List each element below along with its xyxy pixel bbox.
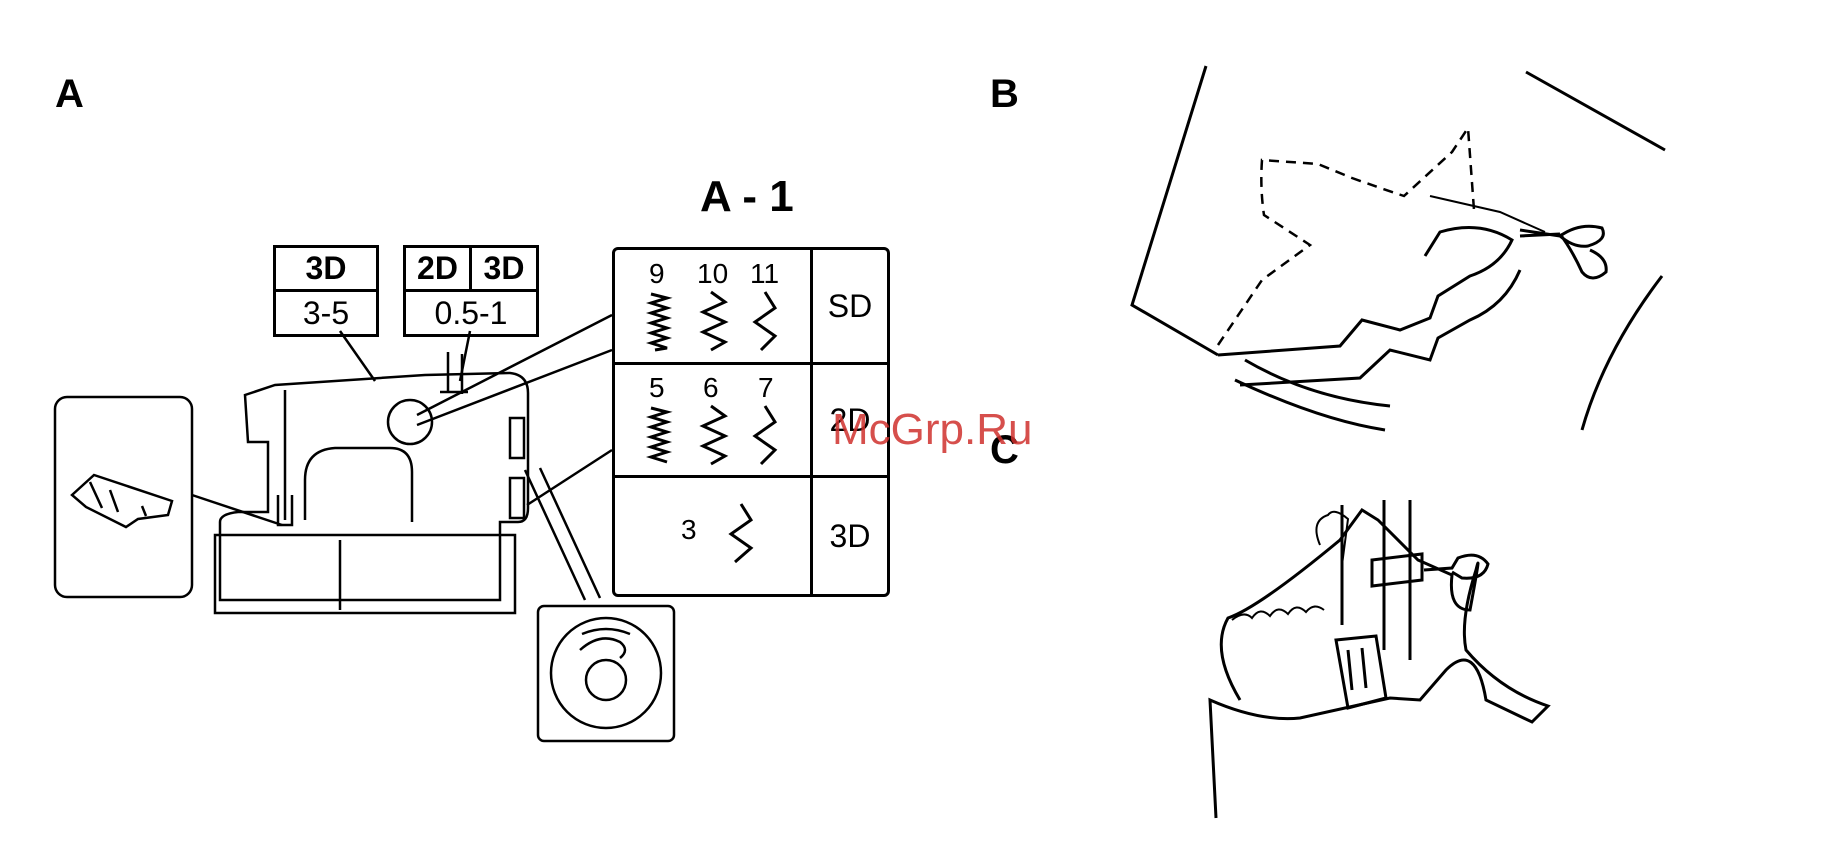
presser-foot-icon: [1336, 636, 1386, 708]
side-dial: [510, 418, 524, 518]
wide-zigzag-icon: [731, 504, 751, 562]
thread-spool-pin: [440, 352, 468, 394]
stitch-setting: 3D: [813, 478, 887, 594]
machine-base: [215, 535, 515, 613]
stitch-setting: SD: [813, 250, 887, 362]
setting-3d: 3D: [472, 248, 536, 292]
applique-stitching-illustration: [1210, 500, 1548, 818]
tight-zigzag-icon: [651, 408, 667, 462]
wide-zigzag-icon: [755, 406, 775, 464]
presser-foot-icon: [72, 475, 172, 527]
setting-2d: 2D: [406, 248, 472, 292]
medium-zigzag-icon: [703, 406, 725, 464]
scissors-icon: [1520, 226, 1606, 278]
bobbin-wheel-icon: [551, 618, 661, 728]
tension-setting-box: 2D 3D 0.5-1: [403, 245, 539, 337]
leader-line-right-box: [460, 331, 470, 381]
stitch-length-setting: 3-5: [276, 292, 376, 334]
stitch-width-setting: 3D: [276, 248, 376, 292]
thumb-screw-icon: [1424, 555, 1488, 578]
stitch-selector-dial: [388, 400, 432, 444]
needle-bar: [278, 390, 292, 525]
leader-line-bobbin: [525, 468, 600, 600]
figure-label-a: A: [55, 72, 84, 117]
machine-body: [220, 373, 528, 600]
leader-line-table-3: [527, 450, 612, 505]
tension-range: 0.5-1: [406, 292, 536, 334]
figure-label-b: B: [990, 72, 1019, 117]
cut-line-dashed: [1218, 128, 1474, 345]
presser-foot-inset: [55, 397, 192, 597]
needle-clamp-icon: [1342, 500, 1422, 660]
leader-line-table-2: [417, 350, 612, 425]
stitch-width-setting-box: 3D 3-5: [273, 245, 379, 337]
watermark-text: McGrp.Ru: [832, 405, 1032, 455]
fabric-trim-illustration: [1132, 66, 1665, 430]
bobbin-inset: [538, 606, 674, 741]
figure-label-a1: A - 1: [700, 172, 794, 222]
leader-line-left-box: [340, 331, 375, 381]
zigzag-pattern-icons: [615, 250, 810, 594]
leader-line-presser-foot: [192, 495, 282, 525]
machine-arm: [305, 448, 412, 522]
tight-zigzag-icon: [651, 294, 667, 350]
wide-zigzag-icon: [755, 292, 775, 350]
medium-zigzag-icon: [703, 292, 725, 350]
